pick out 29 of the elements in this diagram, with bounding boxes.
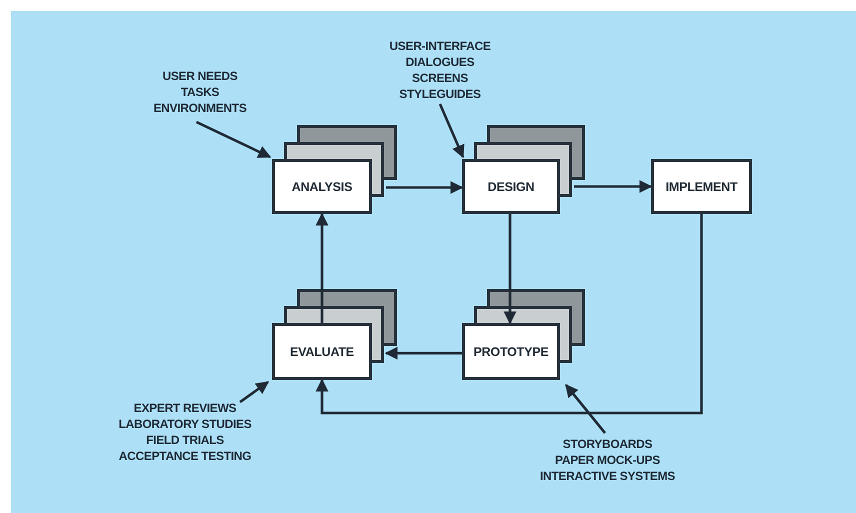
arrow [504,214,517,324]
process-box: PROTOTYPE [462,323,560,380]
annotation-text: USER NEEDS [162,68,238,84]
arrow [386,181,464,194]
process-box: EVALUATE [272,323,372,380]
annotation-text: STYLEGUIDES [399,86,481,102]
arrow [316,214,703,414]
arrow [565,384,606,434]
annotation-text: USER-INTERFACE [389,38,491,54]
arrow [438,103,464,158]
annotation-text: TASKS [180,84,220,100]
annotation-text: SCREENS [412,70,468,86]
arrow [239,380,270,404]
annotation-text: EXPERT REVIEWS [134,400,236,416]
process-box: IMPLEMENT [651,159,752,214]
arrow [196,120,272,158]
annotation-text: LABORATORY STUDIES [118,416,252,432]
arrow [574,180,652,193]
process-box: DESIGN [462,159,560,214]
annotation-text: ENVIRONMENTS [153,100,247,116]
arrow [316,212,328,323]
annotation-text: INTERACTIVE SYSTEMS [540,468,675,484]
annotation-text: ACCEPTANCE TESTING [118,448,252,464]
process-box: ANALYSIS [272,159,372,214]
annotation-text: DIALOGUES [406,54,474,70]
annotation-text: STORYBOARDS [562,436,652,452]
arrow [384,346,462,360]
annotation-text: FIELD TRIALS [146,432,224,448]
annotation-text: PAPER MOCK-UPS [555,452,660,468]
